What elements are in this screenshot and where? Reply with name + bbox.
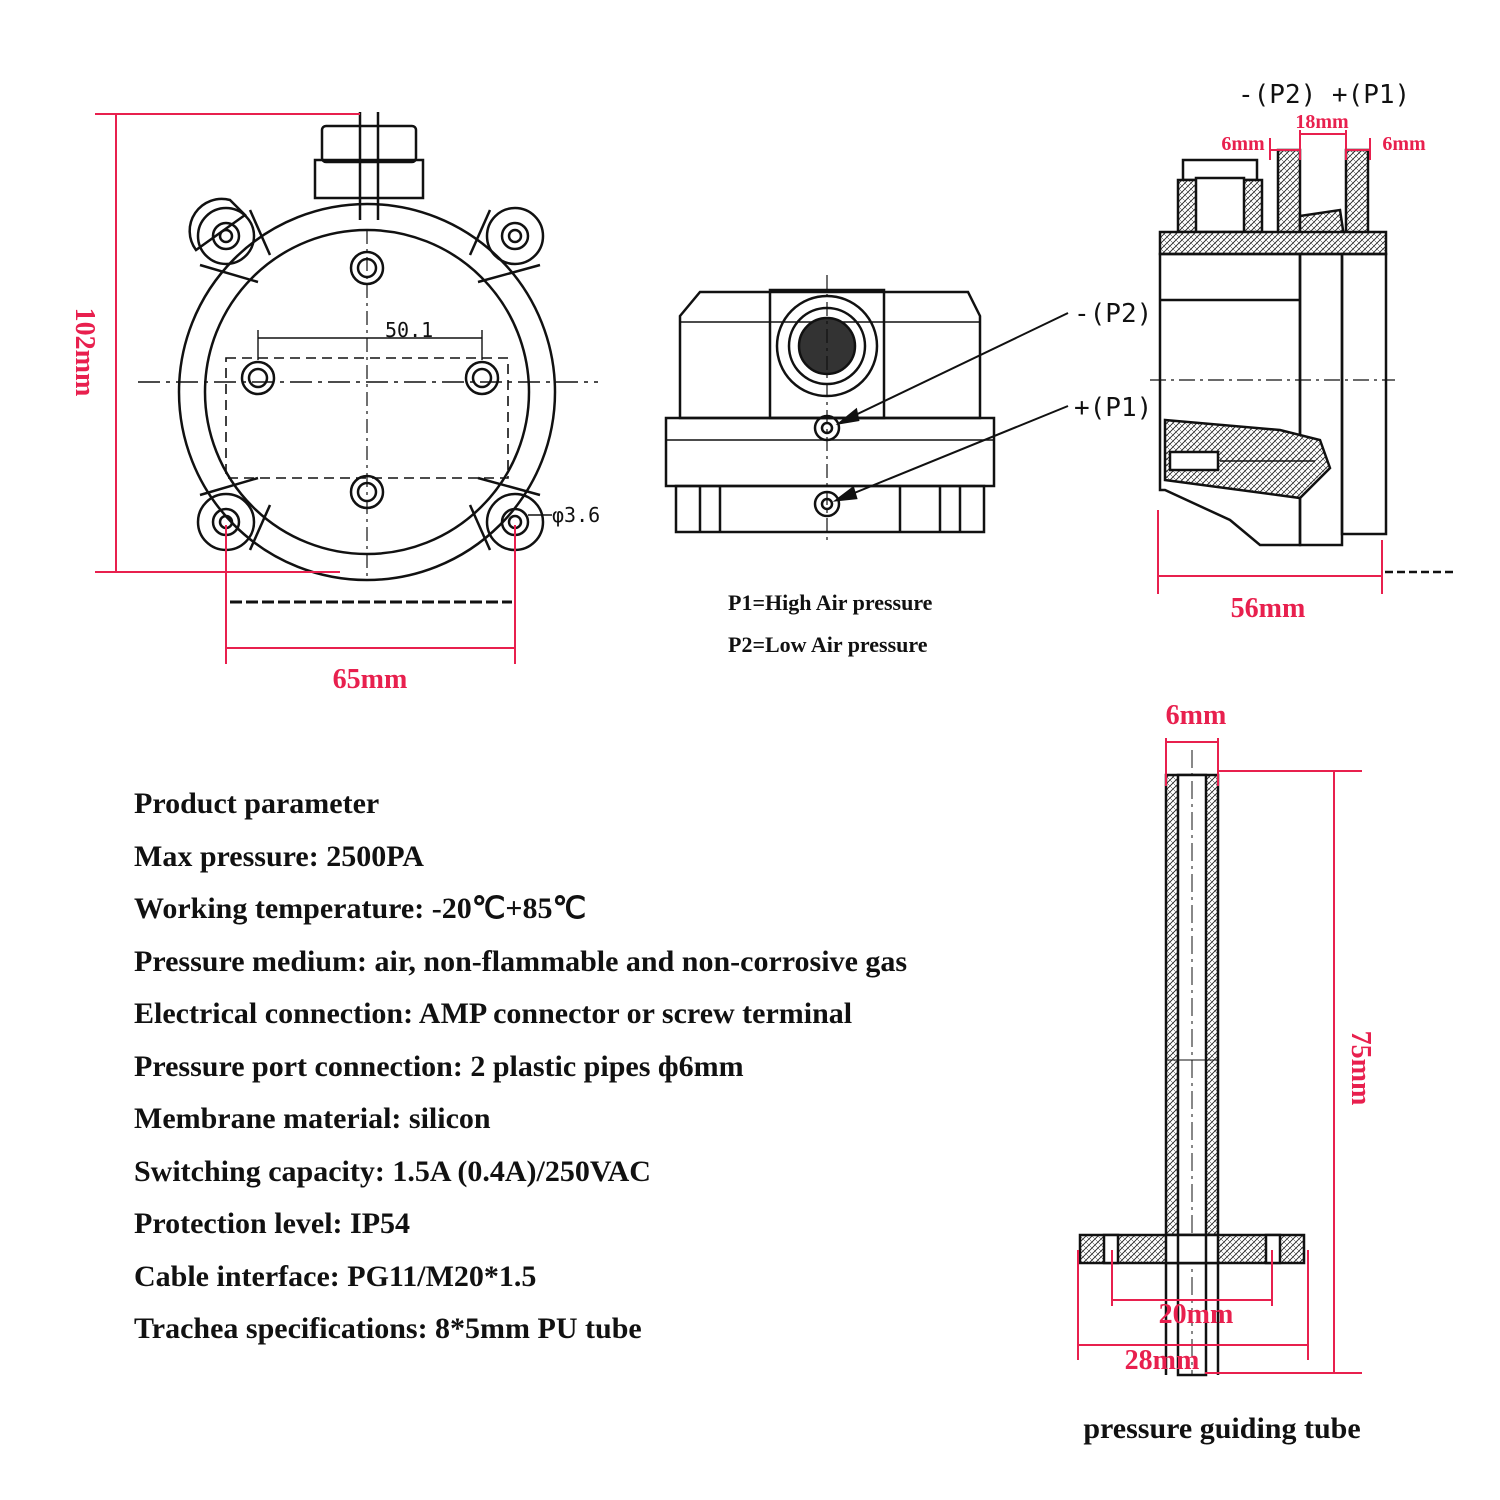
tube-drawing [1078,750,1306,1377]
front-dimensions [95,113,516,664]
body-outer-ring [177,202,557,582]
tube-diameter-label: 6mm [1166,700,1227,731]
param-switching-capacity: Switching capacity: 1.5A (0.4A)/250VAC [134,1154,651,1188]
port-right-diameter-label: 6mm [1382,133,1426,155]
tube-dimensions [1077,738,1362,1374]
param-heading: Product parameter [134,787,380,820]
height-dimension-label: 102mm [69,308,100,397]
cable-gland-cap [320,124,418,164]
depth-dimension-label: 56mm [1231,593,1306,624]
hole-diameter-label: φ3.6 [552,503,600,527]
ports-label: -(P2) +(P1) [1238,80,1410,110]
param-pressure-medium: Pressure medium: air, non-flammable and … [134,944,908,978]
tube-hole-spacing-label: 20mm [1159,1299,1234,1330]
hole-spacing-label: 50.1 [385,318,433,342]
side-body [1158,252,1302,547]
tube-flange-width-label: 28mm [1125,1345,1200,1376]
param-working-temperature: Working temperature: -20℃+85℃ [134,892,587,925]
product-parameters: Product parameter Max pressure: 2500PA W… [134,778,907,1356]
param-membrane-material: Membrane material: silicon [134,1102,491,1135]
housing-bottom [674,484,986,534]
port-left-diameter-label: 6mm [1221,133,1265,155]
tube-title: pressure guiding tube [1083,1412,1360,1445]
param-pressure-port: Pressure port connection: 2 plastic pipe… [134,1049,744,1083]
legend-p2: P2=Low Air pressure [728,632,928,657]
cable-gland-body [313,158,425,200]
port-spacing-label: 18mm [1295,111,1349,133]
front-view [138,112,598,604]
param-electrical-connection: Electrical connection: AMP connector or … [134,997,853,1030]
param-trachea-specs: Trachea specifications: 8*5mm PU tube [134,1312,642,1345]
p2-port-label: -(P2) [1074,299,1152,329]
legend-p1: P1=High Air pressure [728,590,933,615]
housing-base [664,416,996,488]
param-cable-interface: Cable interface: PG11/M20*1.5 [134,1259,537,1293]
side-view [1150,148,1455,574]
param-max-pressure: Max pressure: 2500PA [134,839,424,873]
p1-port-label: +(P1) [1074,393,1152,423]
param-protection-level: Protection level: IP54 [134,1207,411,1240]
middle-view [664,275,1069,545]
tube-length-label: 75mm [1345,1031,1376,1106]
width-dimension-label: 65mm [333,664,408,695]
side-dimensions [1157,130,1383,594]
screws [240,250,500,510]
